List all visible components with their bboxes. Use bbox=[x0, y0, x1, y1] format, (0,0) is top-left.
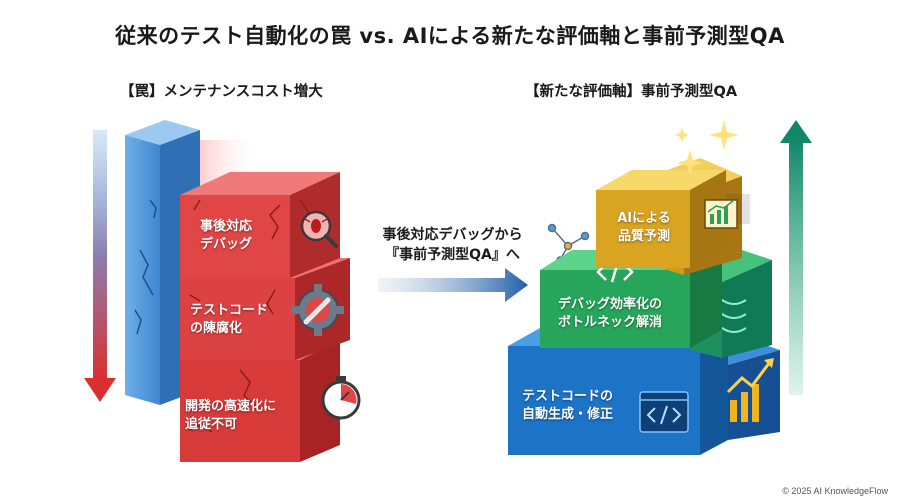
up-arrow-icon bbox=[780, 120, 812, 395]
code-window-icon bbox=[639, 391, 689, 433]
chart-board-icon bbox=[704, 199, 738, 229]
red-block-top-label: 事後対応 デバッグ bbox=[200, 219, 253, 252]
transition-text: 事後対応デバッグから 『事前予測型QA』へ bbox=[365, 225, 540, 265]
green-block-label: デバッグ効率化の ボトルネック解消 bbox=[558, 297, 663, 330]
growth-chart-icon bbox=[726, 358, 774, 422]
page-title: 従来のテスト自動化の罠 vs. AIによる新たな評価軸と事前予測型QA bbox=[115, 24, 785, 48]
red-block-middle-label: テストコード の陳腐化 bbox=[190, 303, 269, 336]
red-block-bottom-label: 開発の高速化に 追従不可 bbox=[185, 399, 277, 432]
transition-arrow-icon bbox=[378, 268, 528, 302]
down-arrow-icon bbox=[84, 130, 116, 402]
gold-block-top bbox=[596, 158, 750, 275]
copyright-footer: © 2025 AI KnowledgeFlow bbox=[782, 486, 888, 496]
sparkle-icon bbox=[675, 120, 739, 176]
gold-block-label: AIによる 品質予測 bbox=[617, 211, 671, 244]
bug-search-icon bbox=[300, 210, 338, 248]
gear-wrench-icon bbox=[292, 284, 344, 336]
transition-text-line1: 事後対応デバッグから bbox=[382, 227, 523, 243]
green-block-middle bbox=[540, 250, 772, 358]
stopwatch-icon bbox=[321, 376, 361, 420]
right-heading: 【新たな評価軸】事前予測型QA bbox=[525, 84, 738, 100]
transition-text-line2: 『事前予測型QA』へ bbox=[385, 247, 520, 263]
blue-block-label: テストコードの 自動生成・修正 bbox=[522, 389, 614, 422]
left-heading: 【罠】メンテナンスコスト増大 bbox=[120, 84, 323, 100]
